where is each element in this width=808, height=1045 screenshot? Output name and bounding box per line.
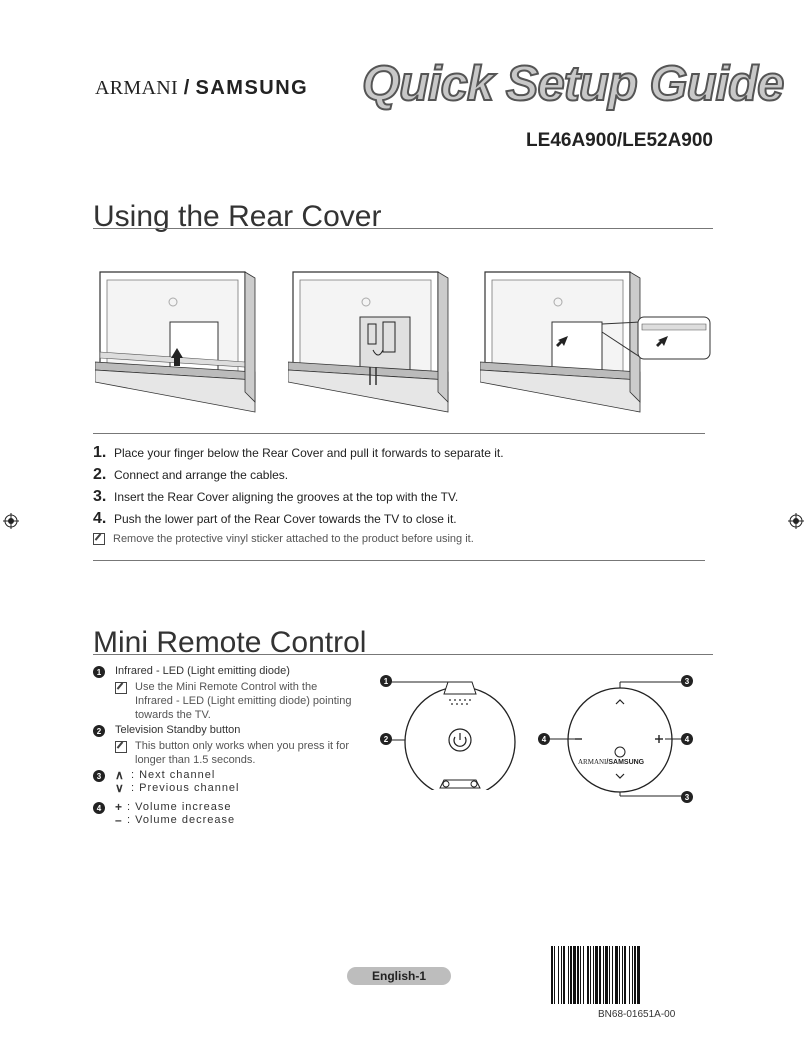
mini-remote-list: 1 Infrared - LED (Light emitting diode) … (93, 665, 368, 829)
remote-item-2: 2 Television Standby button (93, 724, 368, 737)
barcode-bar (595, 946, 598, 1004)
barcode-bar (609, 946, 610, 1004)
barcode-bar (637, 946, 640, 1004)
barcode-bar (554, 946, 555, 1004)
page-label: English-1 (347, 967, 451, 985)
registration-mark-right (788, 513, 804, 529)
remote-callout-4-left: 4 (538, 733, 550, 745)
barcode-bar (583, 946, 584, 1004)
illustration-step-1 (95, 271, 256, 413)
barcode-bar (558, 946, 559, 1004)
barcode-bar (568, 946, 569, 1004)
barcode-bar (612, 946, 613, 1004)
badge-2: 2 (93, 725, 105, 737)
remote-item-4: 4 + : Volume increase – : Volume decreas… (93, 801, 368, 827)
barcode-bar (605, 946, 608, 1004)
section-rule (93, 654, 713, 655)
steps-bottom-rule (93, 560, 705, 561)
barcode-bar (632, 946, 633, 1004)
barcode-bar (580, 946, 581, 1004)
brand-armani: ARMANI (95, 77, 178, 99)
note-icon (115, 741, 127, 753)
remote-note-1: Use the Mini Remote Control with the Inf… (115, 680, 368, 722)
remote-front-illustration (390, 681, 516, 790)
section-rule (93, 228, 713, 229)
barcode-bar (593, 946, 594, 1004)
rear-cover-steps: 1. Place your finger below the Rear Cove… (93, 444, 713, 545)
remote-note-2: This button only works when you press it… (115, 739, 368, 767)
brand-separator: / (183, 77, 190, 99)
barcode-bar (551, 946, 553, 1004)
remote-callout-4-right: 4 (681, 733, 693, 745)
barcode-bar (599, 946, 601, 1004)
barcode-bar (570, 946, 572, 1004)
barcode-bar (577, 946, 579, 1004)
registration-mark-left (3, 513, 19, 529)
model-number: LE46A900/LE52A900 (526, 130, 713, 151)
remote-back-illustration (549, 681, 687, 797)
section-title-rear-cover: Using the Rear Cover (93, 200, 382, 233)
step-2: 2. Connect and arrange the cables. (93, 466, 289, 483)
chevron-up-icon: ∧ (115, 768, 125, 782)
remote-item-1: 1 Infrared - LED (Light emitting diode) (93, 665, 368, 678)
rear-cover-note: Remove the protective vinyl sticker atta… (93, 533, 713, 545)
steps-top-rule (93, 433, 705, 434)
brand-logo: ARMANI / SAMSUNG (95, 77, 308, 100)
plus-icon: + (115, 800, 124, 814)
remote-callout-1: 1 (380, 675, 392, 687)
badge-4: 4 (93, 802, 105, 814)
illustration-step-2 (288, 271, 449, 413)
barcode-bar (619, 946, 620, 1004)
barcode-bar (634, 946, 636, 1004)
guide-title: Quick Setup Guide (361, 56, 785, 112)
chevron-down-icon: ∨ (115, 781, 125, 795)
illustration-step-3-4 (480, 271, 711, 413)
step-4: 4. Push the lower part of the Rear Cover… (93, 510, 457, 527)
badge-1: 1 (93, 666, 105, 678)
barcode-bar (629, 946, 630, 1004)
badge-3: 3 (93, 770, 105, 782)
remote-callout-3-top: 3 (681, 675, 693, 687)
step-3: 3. Insert the Rear Cover aligning the gr… (93, 488, 459, 505)
barcode-bar (587, 946, 589, 1004)
step-1: 1. Place your finger below the Rear Cove… (93, 444, 504, 461)
barcode-bar (563, 946, 565, 1004)
barcode-bar (615, 946, 618, 1004)
barcode (551, 946, 640, 1004)
note-icon (115, 682, 127, 694)
barcode-bar (622, 946, 623, 1004)
brand-samsung: SAMSUNG (195, 77, 309, 99)
remote-item-3: 3 ∧ : Next channel ∨ : Previous channel (93, 769, 368, 795)
remote-brand-logo: ARMANI/SAMSUNG (578, 758, 645, 766)
section-title-mini-remote: Mini Remote Control (93, 626, 367, 659)
remote-callout-2: 2 (380, 733, 392, 745)
remote-callout-3-bottom: 3 (681, 791, 693, 803)
barcode-bar (603, 946, 604, 1004)
barcode-bar (590, 946, 591, 1004)
note-icon (93, 533, 105, 545)
barcode-bar (573, 946, 576, 1004)
barcode-bar (561, 946, 562, 1004)
barcode-bar (624, 946, 626, 1004)
doc-code: BN68-01651A-00 (598, 1009, 676, 1020)
minus-icon: – (115, 813, 123, 827)
